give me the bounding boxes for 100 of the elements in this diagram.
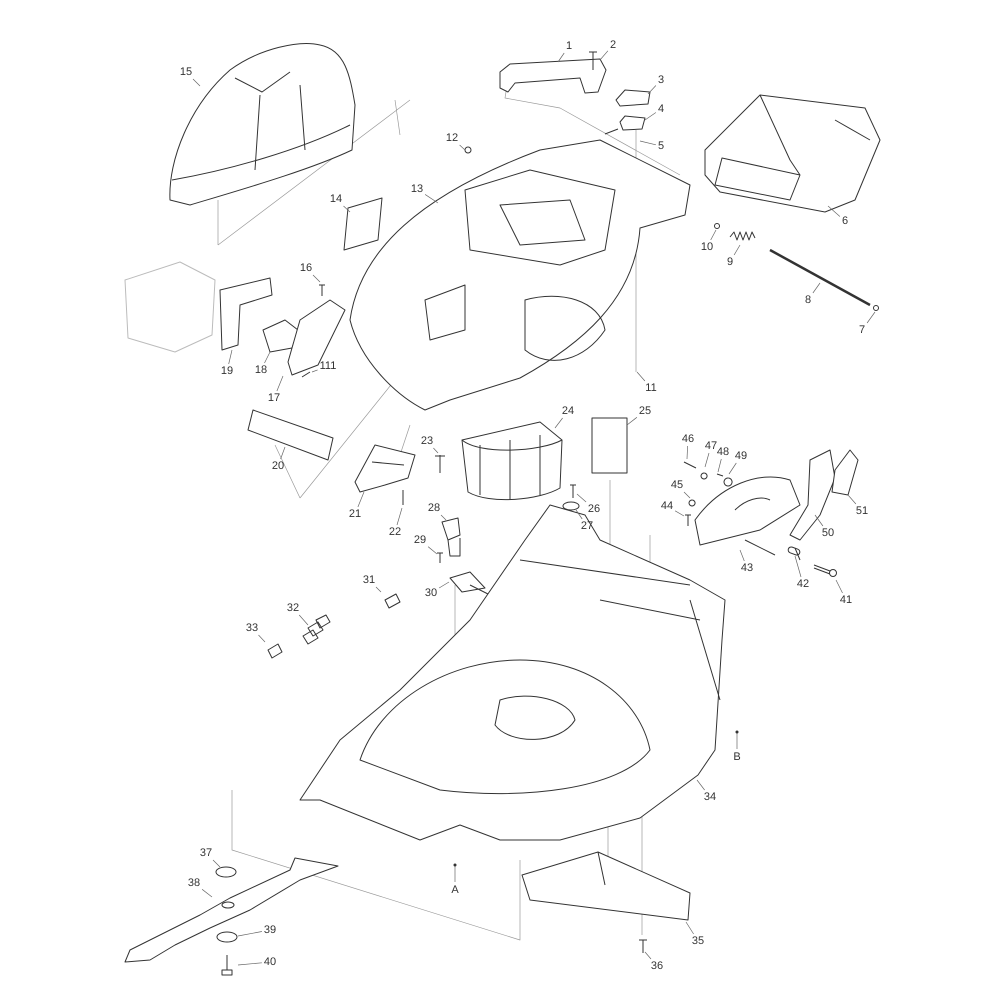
leader-line (298, 614, 308, 626)
leader-line (600, 50, 608, 60)
leader-line (424, 194, 438, 204)
callout-number: 8 (804, 294, 812, 306)
callout-number: 14 (328, 193, 344, 205)
callout-number: 6 (840, 215, 850, 227)
callout-number: 21 (348, 508, 362, 520)
callout-number: 19 (220, 365, 234, 377)
callout-number: 31 (362, 574, 376, 586)
callout-number: 46 (680, 433, 696, 445)
callout-number: 23 (420, 435, 434, 447)
callout-number: 20 (270, 460, 286, 472)
callout-number: 27 (580, 520, 594, 532)
callout-number: 35 (690, 935, 706, 947)
leader-line (459, 144, 466, 150)
callout-number: 32 (286, 602, 300, 614)
leader-line (626, 416, 638, 426)
callout-number: 50 (820, 527, 836, 539)
callout-number: 33 (244, 622, 260, 634)
leader-line (576, 510, 583, 520)
leader-line (704, 452, 710, 468)
leader-line (238, 962, 262, 966)
leader-line (428, 546, 438, 554)
leader-line (576, 494, 586, 502)
leader-line (794, 556, 802, 578)
callout-number: 12 (444, 132, 460, 144)
leader-line (440, 514, 446, 520)
callout-number: 22 (388, 526, 402, 538)
view-marker-letter: A (450, 884, 460, 896)
callout-number: 28 (426, 502, 442, 514)
callout-number: 17 (266, 392, 282, 404)
leader-line (734, 244, 740, 256)
callout-number: 34 (702, 791, 718, 803)
callout-number: 43 (740, 562, 754, 574)
leader-line (312, 274, 320, 282)
callout-number: 3 (656, 74, 666, 86)
callout-number: 18 (254, 364, 268, 376)
view-marker-letter: B (732, 751, 742, 763)
callout-number: 48 (716, 446, 730, 458)
leader-line (192, 78, 200, 86)
leader-line (212, 860, 220, 868)
leader-line (814, 514, 824, 526)
leader-line (228, 350, 232, 364)
callout-number: 1 (564, 40, 574, 52)
leader-line (558, 52, 565, 62)
leader-line (684, 492, 690, 498)
leader-line (728, 462, 737, 474)
leader-line (280, 446, 286, 460)
leader-line (740, 550, 745, 562)
callout-number: 37 (198, 847, 214, 859)
leader-line (343, 206, 350, 212)
leader-line (828, 206, 840, 217)
callout-number: 2 (608, 39, 618, 51)
leader-line (258, 634, 266, 642)
leader-line (376, 586, 382, 592)
leader-line (686, 922, 694, 934)
leader-line (696, 780, 705, 790)
callout-number: 4 (656, 103, 666, 115)
leader-line (433, 448, 438, 454)
leader-line (718, 458, 722, 472)
leader-line (674, 510, 684, 516)
callout-number: 11 (644, 382, 658, 394)
callout-number: 25 (638, 405, 652, 417)
callout-number: 30 (424, 587, 438, 599)
callout-number: 45 (670, 479, 684, 491)
leader-line (644, 952, 652, 960)
leader-line (276, 376, 284, 392)
callout-number: 39 (262, 924, 278, 936)
callout-number: 16 (298, 262, 314, 274)
leader-line (312, 370, 318, 372)
callout-number: 111 (318, 360, 338, 372)
leader-line (238, 931, 262, 936)
leader-line (836, 580, 843, 594)
callout-number: 5 (656, 140, 666, 152)
leader-line (644, 112, 656, 120)
callout-number: 9 (726, 256, 734, 268)
callout-number: 40 (262, 956, 278, 968)
callout-number: 26 (586, 503, 602, 515)
leader-line (848, 494, 856, 504)
callout-number: 51 (854, 505, 870, 517)
callout-number: 13 (410, 183, 424, 195)
callout-number: 10 (700, 241, 714, 253)
leader-line (358, 492, 364, 508)
leader-line (264, 352, 270, 364)
callout-number: 24 (560, 405, 576, 417)
leader-line (710, 230, 716, 240)
callout-number: 36 (650, 960, 664, 972)
callout-number: 42 (796, 578, 810, 590)
callout-number: 38 (186, 877, 202, 889)
leader-line (648, 85, 656, 94)
callout-number: 29 (412, 534, 428, 546)
leader-line (866, 312, 876, 324)
callout-number: 7 (858, 324, 866, 336)
leader-line (686, 446, 688, 460)
leader-line (438, 582, 450, 588)
leader-line (812, 282, 820, 294)
callout-number: 47 (704, 440, 718, 452)
leader-line (202, 888, 212, 898)
leader-line (554, 418, 563, 428)
callout-number: 15 (178, 66, 194, 78)
